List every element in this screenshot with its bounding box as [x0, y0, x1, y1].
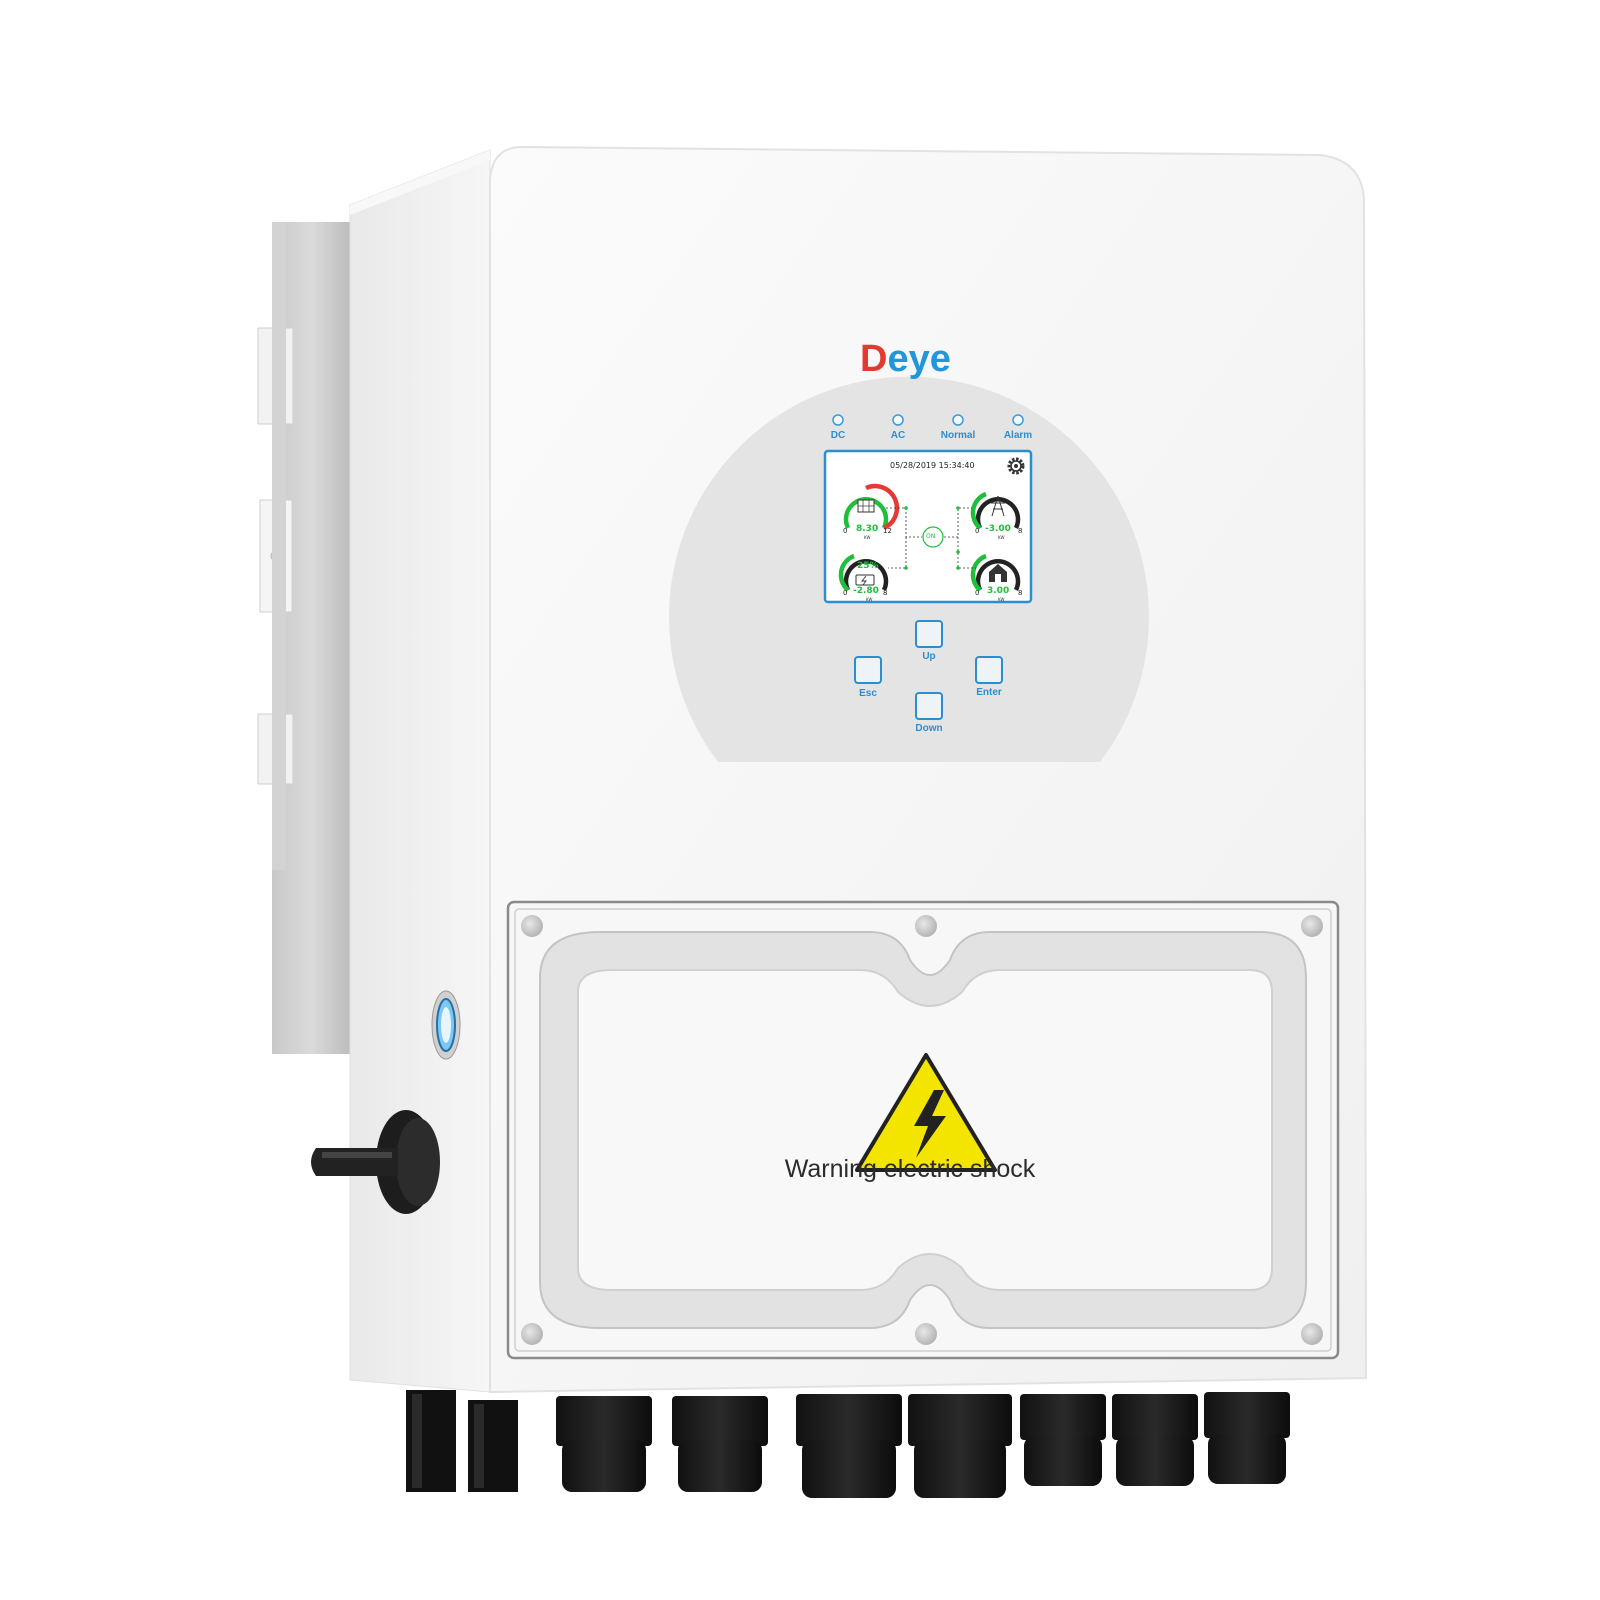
- screw: [1301, 915, 1323, 937]
- led-label-ac: AC: [890, 430, 906, 441]
- grid-min-tick: 0: [975, 527, 980, 535]
- brand-logo-text: eye: [887, 338, 951, 380]
- enter-key-label: Enter: [976, 687, 1002, 698]
- battery-min-tick: 0: [843, 589, 848, 597]
- battery-icon: [855, 574, 875, 586]
- screw: [915, 915, 937, 937]
- pv-power-unit: KW: [864, 535, 871, 540]
- grid-gauge: [970, 491, 1021, 530]
- pv-max-tick: 12: [883, 527, 892, 535]
- battery-gauge: [838, 553, 889, 592]
- screen-datetime: 05/28/2019 15:34:40: [890, 461, 975, 470]
- pv-gauge: [843, 483, 900, 531]
- screw: [521, 915, 543, 937]
- led-label-dc: DC: [830, 430, 846, 441]
- pv-min-tick: 0: [843, 527, 848, 535]
- power-flow-lines: [886, 507, 976, 569]
- load-power-value: 3.00: [987, 586, 1010, 596]
- cable-gland: [908, 1394, 1012, 1498]
- cable-gland: [672, 1396, 768, 1492]
- grid-power-value: -3.00: [985, 524, 1011, 534]
- status-on-indicator: [922, 526, 944, 548]
- up-key-label: Up: [922, 651, 936, 662]
- brand-logo: Deye: [860, 338, 951, 381]
- grid-max-tick: 8: [1018, 527, 1023, 535]
- cable-gland: [1020, 1394, 1106, 1486]
- high-voltage-warning-icon: [855, 1053, 997, 1172]
- led-label-normal: Normal: [940, 430, 976, 441]
- cable-gland: [1112, 1394, 1198, 1486]
- house-icon: [989, 564, 1007, 582]
- down-key-label: Down: [915, 723, 943, 734]
- cable-gland: [1204, 1392, 1290, 1484]
- battery-soc: 25%: [857, 561, 879, 571]
- load-gauge: [970, 553, 1021, 592]
- screw: [521, 1323, 543, 1345]
- battery-power-unit: KW: [866, 597, 873, 602]
- warning-label: Warning electric shock: [784, 1155, 1036, 1183]
- status-on-text: ON: [926, 533, 936, 540]
- load-min-tick: 0: [975, 589, 980, 597]
- up-key: [915, 620, 943, 648]
- pv-connectors: [406, 1390, 518, 1492]
- battery-power-value: -2.80: [853, 586, 879, 596]
- power-tower-icon: [991, 495, 1005, 517]
- cable-gland: [556, 1396, 652, 1492]
- solar-panel-icon: [857, 499, 875, 513]
- grid-power-unit: KW: [998, 535, 1005, 540]
- down-key: [915, 692, 943, 720]
- cable-glands: [556, 1392, 1290, 1498]
- gear-icon: [1007, 457, 1025, 475]
- mounting-bracket: [257, 222, 350, 1054]
- screw: [915, 1323, 937, 1345]
- pv-power-value: 8.30: [856, 524, 879, 534]
- status-leds: [832, 414, 1024, 426]
- battery-max-tick: 8: [883, 589, 888, 597]
- load-power-unit: KW: [998, 597, 1005, 602]
- esc-key: [854, 656, 882, 684]
- cable-gland: [796, 1394, 902, 1498]
- brand-logo-accent: D: [860, 338, 888, 380]
- flow-dots: [904, 506, 960, 570]
- enter-key: [975, 656, 1003, 684]
- esc-key-label: Esc: [859, 688, 877, 699]
- dc-switch: [311, 1110, 440, 1214]
- screw: [1301, 1323, 1323, 1345]
- side-power-button: [431, 990, 461, 1060]
- led-label-alarm: Alarm: [1003, 430, 1033, 441]
- load-max-tick: 8: [1018, 589, 1023, 597]
